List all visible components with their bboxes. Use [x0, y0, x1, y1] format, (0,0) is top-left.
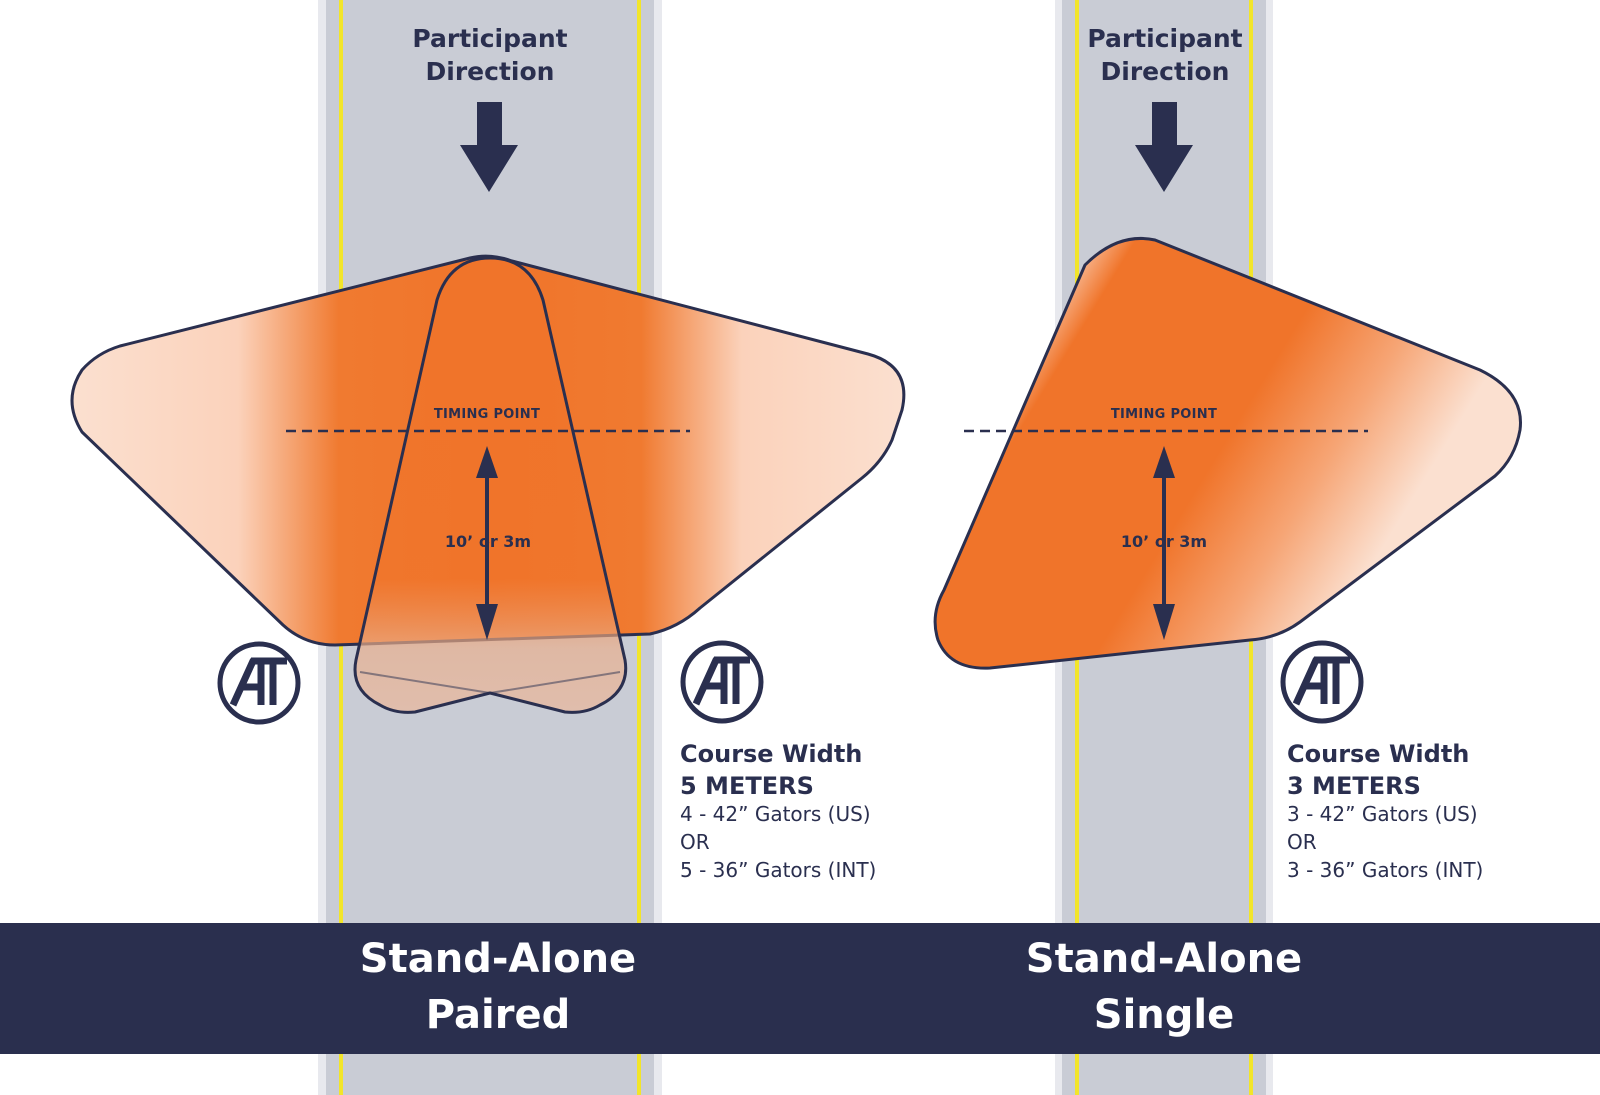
direction-arrow-down-icon: [460, 102, 518, 192]
gators-us: 3 - 42” Gators (US): [1287, 802, 1478, 826]
or-label: OR: [1287, 830, 1317, 854]
gators-int: 3 - 36” Gators (INT): [1287, 858, 1484, 882]
course-width-block: Course Width 5 METERS 4 - 42” Gators (US…: [680, 740, 876, 884]
banner-line2: Paired: [425, 992, 571, 1038]
at-logo-icon: [680, 640, 764, 724]
at-logo-icon: [217, 641, 301, 725]
course-width-block: Course Width 3 METERS 3 - 42” Gators (US…: [1287, 740, 1483, 884]
direction-line1: Participant: [1087, 24, 1243, 53]
direction-label: Participant Direction: [1035, 22, 1295, 88]
gators-int: 5 - 36” Gators (INT): [680, 858, 877, 882]
direction-line2: Direction: [1100, 57, 1230, 86]
direction-label: Participant Direction: [360, 22, 620, 88]
title-banner: Stand-Alone Paired Stand-Alone Single: [0, 923, 1600, 1054]
at-logo-icon: [1280, 640, 1364, 724]
banner-title-paired: Stand-Alone Paired: [298, 931, 698, 1043]
banner-title-single: Stand-Alone Single: [964, 931, 1364, 1043]
detection-field-single: [933, 236, 1522, 670]
banner-line1: Stand-Alone: [1025, 936, 1303, 982]
direction-line1: Participant: [412, 24, 568, 53]
timing-point-label: TIMING POINT: [1110, 407, 1218, 422]
banner-line2: Single: [1093, 992, 1235, 1038]
direction-line2: Direction: [425, 57, 555, 86]
distance-arrow-icon: [1153, 446, 1175, 640]
course-width-heading: Course Width: [680, 740, 863, 768]
distance-arrow-icon: [476, 446, 498, 640]
direction-arrow-down-icon: [1135, 102, 1193, 192]
timing-point-label: TIMING POINT: [433, 407, 541, 422]
gators-us: 4 - 42” Gators (US): [680, 802, 871, 826]
distance-label: 10’ or 3m: [1120, 532, 1208, 551]
distance-label: 10’ or 3m: [444, 532, 532, 551]
banner-line1: Stand-Alone: [359, 936, 637, 982]
course-width-value: 3 METERS: [1287, 772, 1421, 800]
or-label: OR: [680, 830, 710, 854]
course-width-value: 5 METERS: [680, 772, 814, 800]
course-width-heading: Course Width: [1287, 740, 1470, 768]
